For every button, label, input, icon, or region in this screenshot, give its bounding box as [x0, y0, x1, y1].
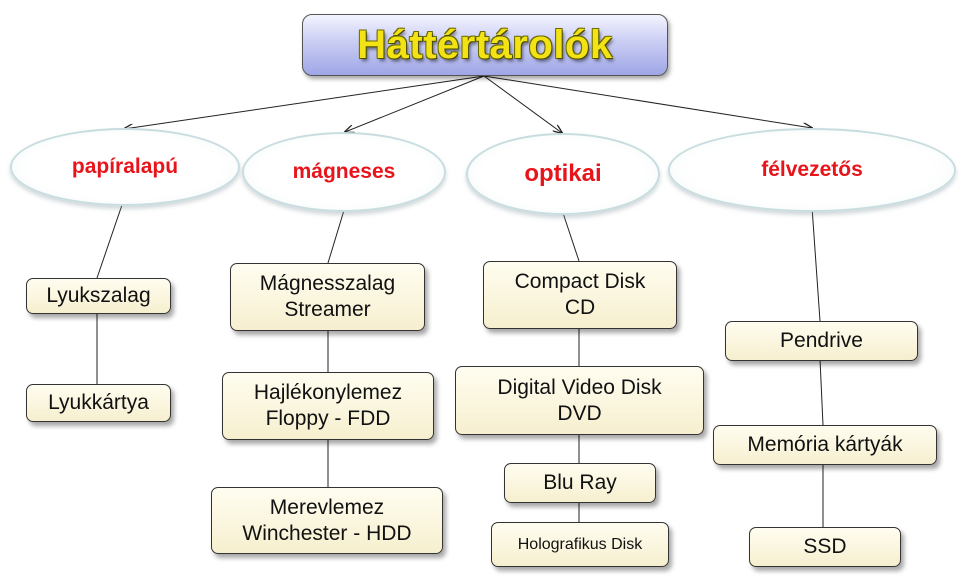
line-optical-cd [561, 209, 580, 262]
category-paper: papíralapú [10, 128, 240, 206]
root-node: Háttértárolók [302, 14, 668, 76]
node-bluray: Blu Ray [504, 463, 656, 503]
node-floppy-line1: Hajlékonylemez [253, 381, 403, 404]
arrow-to-felvezetos [483, 75, 812, 128]
node-hdd: Merevlemez Winchester - HDD [211, 487, 443, 554]
node-ssd-label: SSD [803, 535, 847, 558]
node-lyukszalag: Lyukszalag [26, 278, 171, 314]
category-optical: optikai [466, 133, 660, 215]
node-cd-line1: Compact Disk [514, 270, 646, 293]
node-magnesszalag-line1: Mágnesszalag [259, 272, 396, 295]
node-floppy: Hajlékonylemez Floppy - FDD [222, 372, 434, 440]
node-hdd-line1: Merevlemez [269, 495, 385, 519]
node-dvd: Digital Video Disk DVD [455, 366, 704, 435]
node-pendrive: Pendrive [725, 321, 918, 361]
node-magnesszalag: Mágnesszalag Streamer [230, 263, 425, 331]
node-lyukszalag-label: Lyukszalag [46, 284, 151, 307]
line-pendrive-memoria [819, 358, 824, 426]
node-holografikus-label: Holografikus Disk [517, 535, 643, 553]
arrow-to-papiralapu [124, 75, 485, 129]
node-dvd-line2: DVD [557, 401, 602, 425]
node-memoria: Memória kártyák [713, 425, 937, 465]
node-memoria-label: Memória kártyák [747, 433, 903, 456]
node-cd: Compact Disk CD [483, 261, 677, 329]
diagram-title: Háttértárolók [357, 22, 613, 67]
category-semiconductor: félvezetős [668, 128, 956, 212]
node-cd-line2: CD [564, 296, 596, 319]
node-dvd-line1: Digital Video Disk [497, 375, 662, 399]
node-lyukkartya: Lyukkártya [26, 384, 171, 422]
line-magnetic-streamer [327, 206, 346, 264]
category-paper-label: papíralapú [71, 155, 179, 178]
node-floppy-line2: Floppy - FDD [265, 407, 391, 430]
arrow-to-optikai [483, 75, 562, 133]
node-holografikus: Holografikus Disk [491, 522, 669, 567]
node-magnesszalag-line2: Streamer [284, 298, 371, 321]
node-ssd: SSD [749, 527, 901, 567]
node-hdd-line2: Winchester - HDD [242, 521, 412, 545]
line-paper-lyukszalag [96, 201, 124, 279]
node-bluray-label: Blu Ray [543, 471, 617, 494]
node-pendrive-label: Pendrive [780, 329, 863, 352]
arrow-to-magneses [345, 75, 485, 132]
line-semi-pendrive [811, 206, 821, 322]
category-magnetic: mágneses [242, 132, 446, 212]
category-semiconductor-label: félvezetős [761, 158, 863, 181]
node-lyukkartya-label: Lyukkártya [48, 391, 149, 414]
category-magnetic-label: mágneses [292, 160, 396, 183]
category-optical-label: optikai [524, 160, 602, 187]
